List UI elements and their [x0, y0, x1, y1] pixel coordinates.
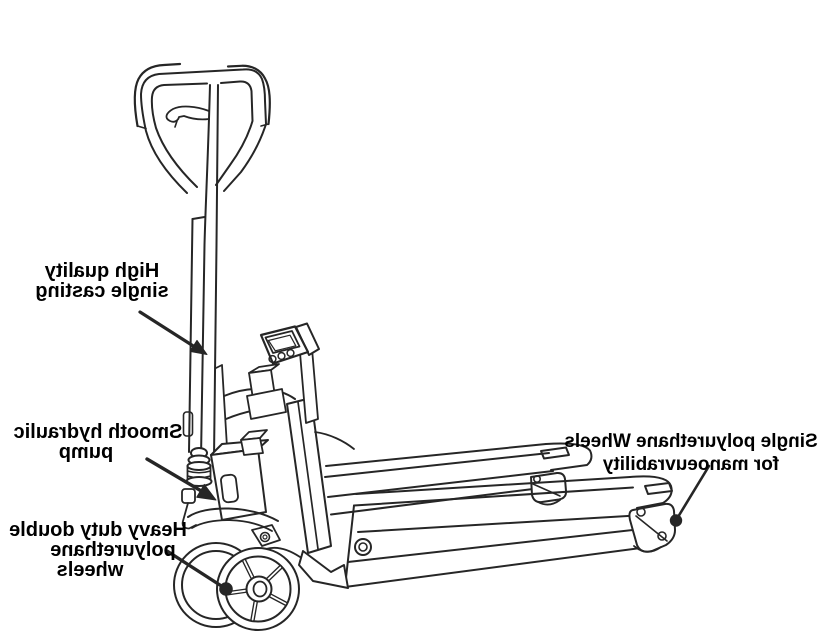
weighing-indicator	[246, 322, 320, 424]
hand-lever	[165, 105, 210, 128]
label-single-polyurethane-wheels: Single polyurethane Wheels for manoeuvra…	[563, 430, 819, 476]
label-single-line1: Single polyurethane Wheels	[564, 431, 818, 452]
label-casting-line1: High quality	[44, 260, 160, 282]
handle-shaft	[182, 84, 228, 459]
leader-load-wheels	[669, 464, 711, 527]
label-high-quality-casting: High quality single casting	[14, 260, 190, 302]
leader-steer-wheels	[165, 549, 233, 596]
carriage	[265, 397, 372, 589]
label-casting-line2: single casting	[35, 280, 169, 302]
hydraulic-pump	[181, 429, 281, 547]
leader-pump	[145, 457, 217, 501]
label-pump-line1: Smooth hydraulic	[13, 421, 183, 443]
label-smooth-hydraulic-pump: Smooth hydraulic pump	[8, 421, 188, 463]
label-heavy-duty-wheels: Heavy duty double polyurethane wheels	[8, 519, 188, 581]
fork-near	[344, 475, 673, 588]
label-pump-line2: pump	[58, 441, 114, 463]
label-steer-line1: Heavy duty double	[9, 519, 187, 541]
label-steer-line2: polyurethane	[50, 539, 176, 561]
label-single-line2: for manoeuvrability	[602, 454, 780, 475]
leader-casting	[138, 310, 208, 355]
label-steer-line3: wheels	[56, 559, 124, 581]
handle-loop	[133, 62, 271, 194]
load-wheel-far	[530, 471, 568, 506]
load-wheel-near	[628, 502, 676, 553]
